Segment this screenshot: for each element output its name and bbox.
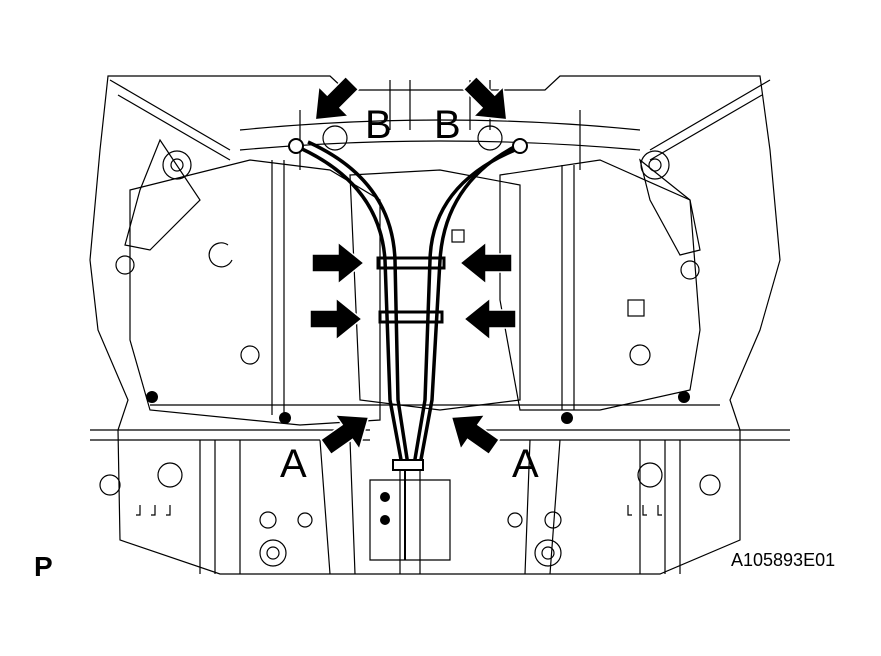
figure-id: A105893E01 <box>731 550 836 570</box>
arrow-icon <box>454 67 523 136</box>
arrow-icon <box>311 241 365 285</box>
cable-clamps <box>376 256 446 324</box>
arrow-icon <box>463 297 517 341</box>
underbody-linework <box>89 75 790 575</box>
arrow-icon <box>309 297 363 341</box>
callout-b-left: B <box>365 103 392 147</box>
arrow-icon <box>459 241 513 285</box>
arrow-icon <box>438 399 507 465</box>
callout-b-right: B <box>434 103 461 147</box>
arrow-icon <box>313 399 382 465</box>
cable-end-fittings <box>288 138 528 471</box>
bolt-markers <box>146 391 690 525</box>
callout-a-right: A <box>512 442 539 486</box>
panel-letter: P <box>34 551 53 582</box>
callout-a-left: A <box>280 442 307 486</box>
parking-brake-cables <box>299 140 523 560</box>
